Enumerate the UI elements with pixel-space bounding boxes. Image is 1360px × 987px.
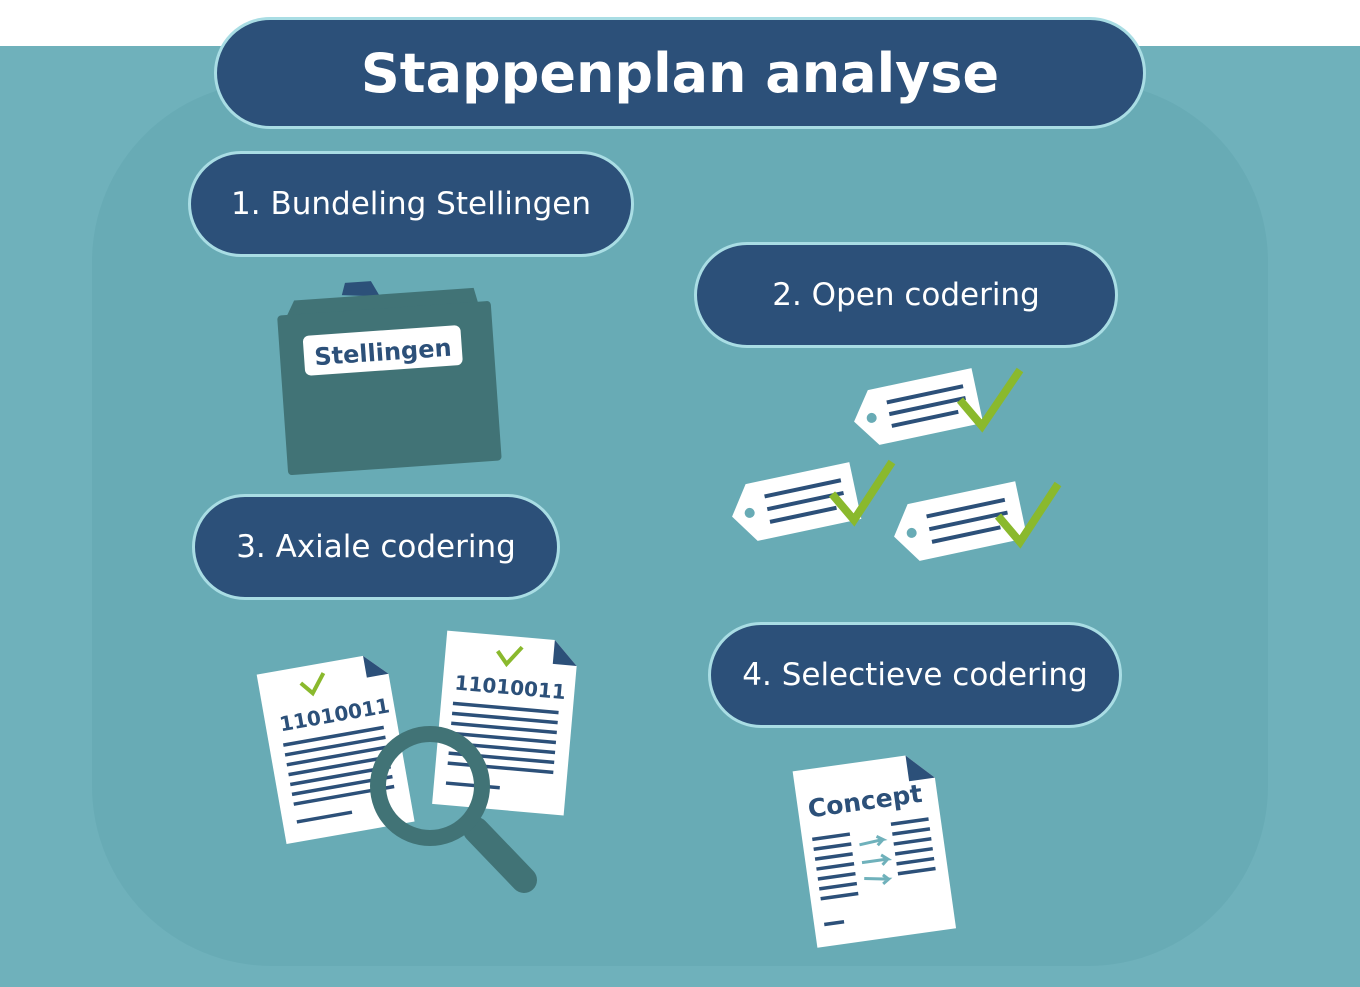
page-title: Stappenplan analyse	[214, 17, 1146, 129]
magnifier-icon	[370, 726, 537, 893]
step-2-label: 2. Open codering	[694, 242, 1118, 348]
tag-check-icon	[854, 367, 1024, 445]
step-3-label: 3. Axiale codering	[192, 494, 560, 600]
concept-document-icon: Concept	[792, 755, 957, 948]
tag-check-icon	[732, 459, 896, 541]
step-1-label: 1. Bundeling Stellingen	[188, 151, 634, 257]
step-4-label: 4. Selectieve codering	[708, 622, 1122, 728]
tag-check-icon	[894, 481, 1062, 561]
folder-icon: Stellingen	[277, 281, 502, 476]
document-icon: 11010011	[432, 630, 577, 816]
